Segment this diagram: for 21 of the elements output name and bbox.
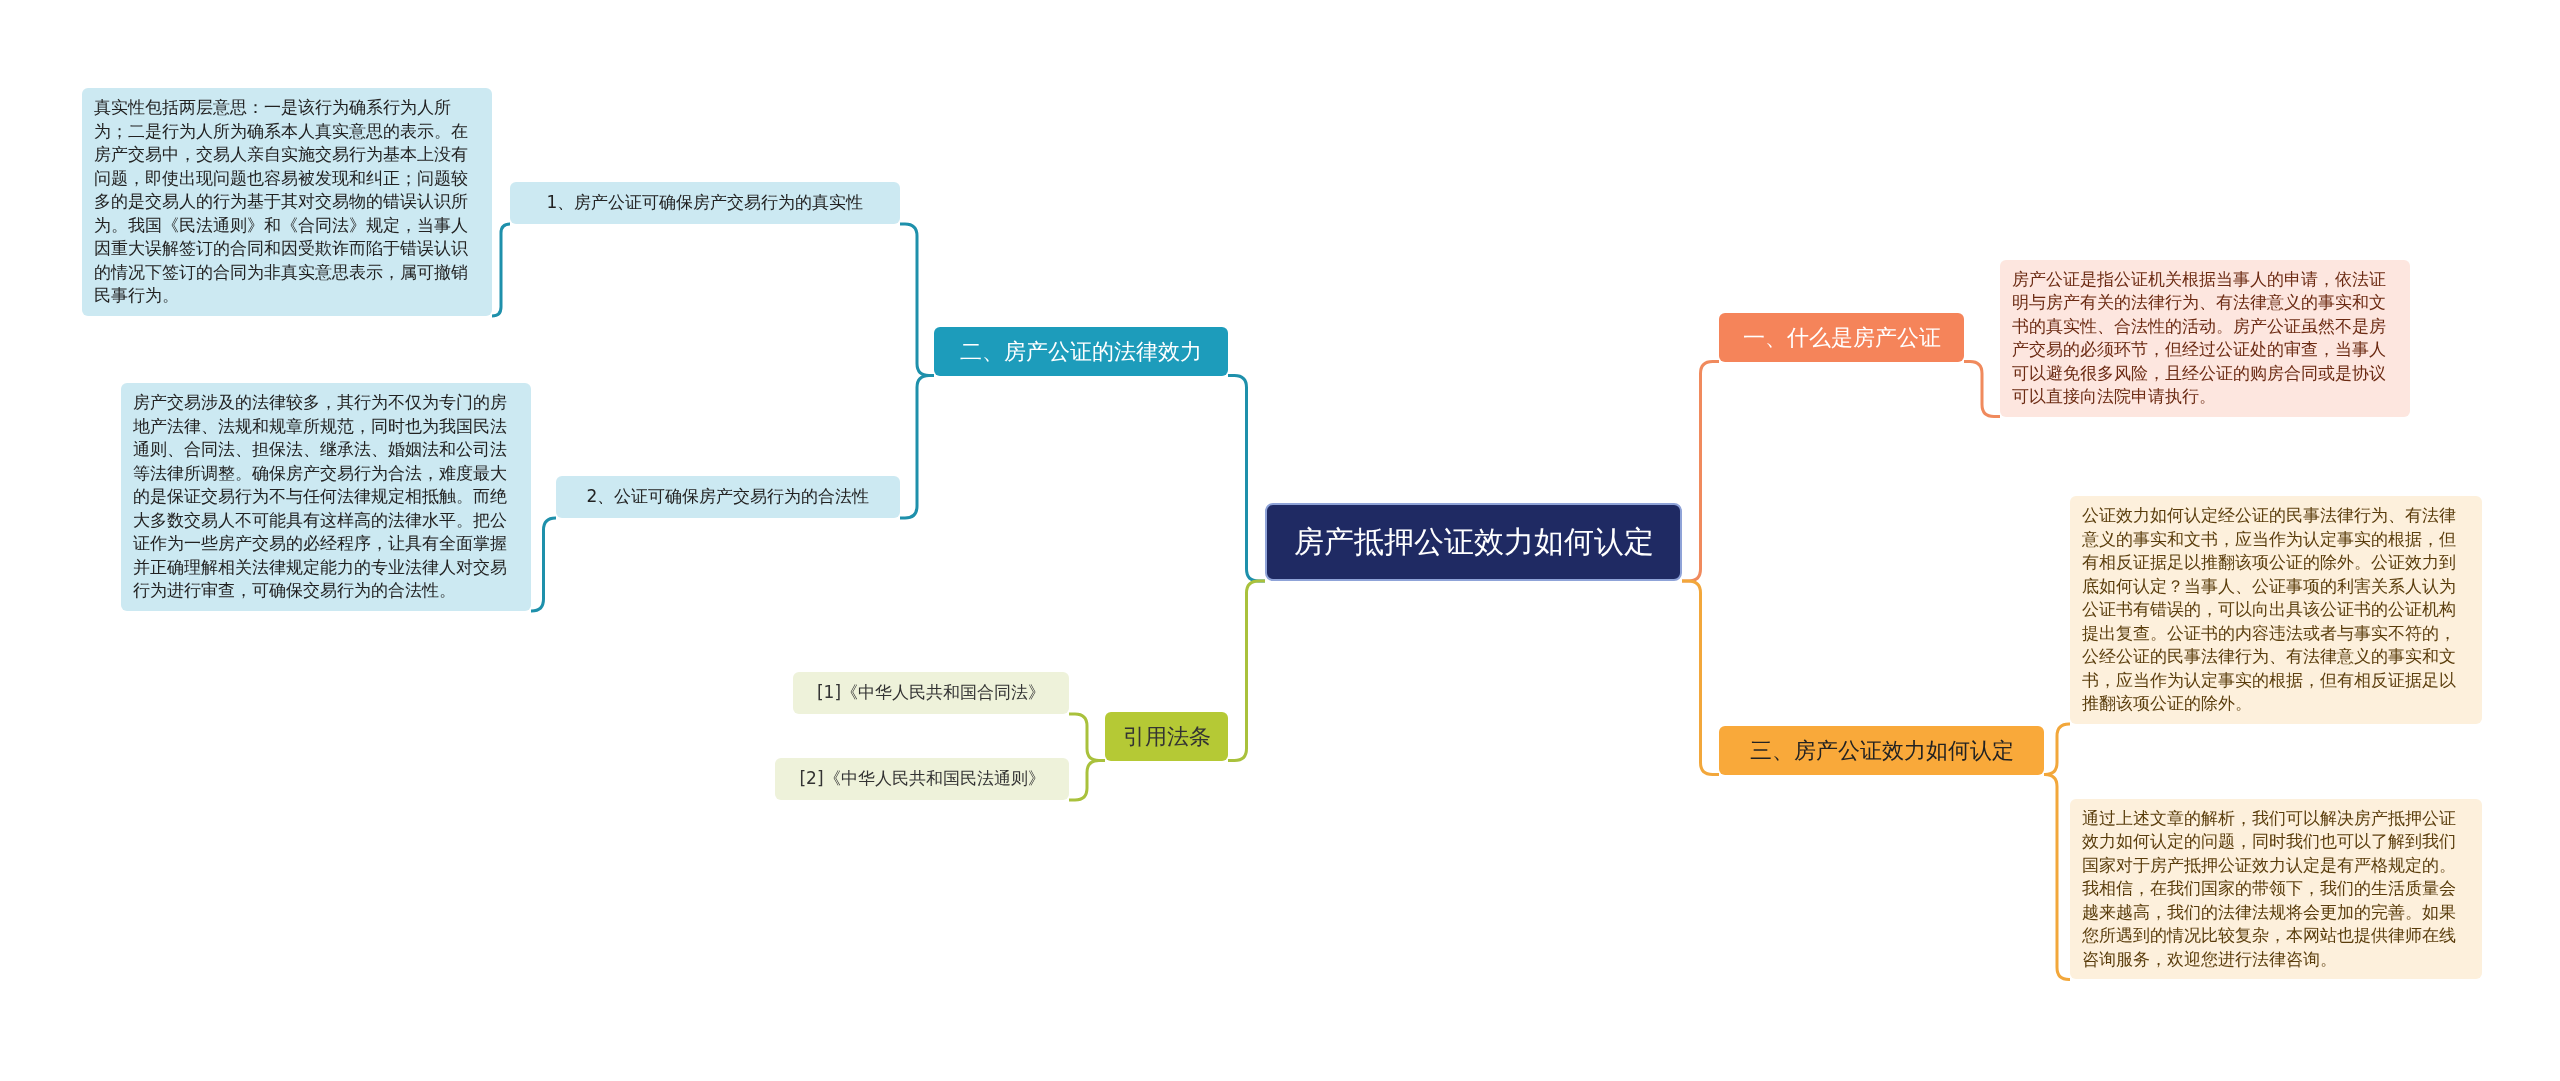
connector-line: [1964, 360, 2000, 418]
central-topic: 房产抵押公证效力如何认定: [1265, 503, 1682, 581]
connector-line: [2043, 773, 2071, 981]
connector-line: [530, 516, 557, 613]
connector-line: [1228, 579, 1265, 762]
branch-topic: 二、房产公证的法律效力: [934, 326, 1228, 376]
connector-line: [1682, 579, 1719, 776]
note-card: 公证效力如何认定经公证的民事法律行为、有法律意义的事实和文书，应当作为认定事实的根据，但有相反证据足以推翻该项公证的除外。公证效力到底如何认定？当事人、公证事项的利害关系人认为公证书有错误的，可以向出具该公证书的公证机构提出复查。公证书的内容违法或者与事实不符的，公经公证的民事法律行为、有法律意义的事实和文书，应当作为认定事实的根据，但有相反证据足以推翻该项公证的除外。: [2070, 496, 2482, 724]
branch-topic: 一、什么是房产公证: [1719, 312, 1964, 362]
subtopic: 1、房产公证可确保房产交易行为的真实性: [510, 182, 900, 224]
subtopic: 2、公证可确保房产交易行为的合法性: [556, 476, 900, 518]
note-card: 通过上述文章的解析，我们可以解决房产抵押公证效力如何认定的问题，同时我们也可以了解到我们国家对于房产抵押公证效力认定是有严格规定的。我相信，在我们国家的带领下，我们的生活质量会越来越高，我们的法律法规将会更加的完善。如果您所遇到的情况比较复杂，本网站也提供律师在线咨询服务，欢迎您进行法律咨询。: [2070, 798, 2482, 979]
note-card: 真实性包括两层意思：一是该行为确系行为人所为；二是行为人所为确系本人真实意思的表示。在房产交易中，交易人亲自实施交易行为基本上没有问题，即使出现问题也容易被发现和纠正；问题较多的是交易人的行为基于其对交易物的错误认识所为。我国《民法通则》和《合同法》规定，当事人因重大误解签订的合同和因受欺诈而陷于错误认识的情况下签订的合同为非真实意思表示，属可撤销民事行为。: [82, 88, 492, 316]
reference-item: [1]《中华人民共和国合同法》: [793, 672, 1069, 714]
branch-topic: 三、房产公证效力如何认定: [1719, 725, 2044, 775]
note-card: 房产公证是指公证机关根据当事人的申请，依法证明与房产有关的法律行为、有法律意义的事实和文书的真实性、合法性的活动。房产公证虽然不是房产交易的必须环节，但经过公证处的审查，当事人可以避免很多风险，且经公证的购房合同或是协议可以直接向法院申请执行。: [2000, 259, 2410, 417]
connector-line: [1069, 759, 1105, 802]
branch-topic: 引用法条: [1105, 711, 1228, 761]
connector-line: [490, 222, 512, 318]
reference-item: [2]《中华人民共和国民法通则》: [775, 758, 1069, 800]
note-card: 房产交易涉及的法律较多，其行为不仅为专门的房地产法律、法规和规章所规范，同时也为我国民法通则、合同法、担保法、继承法、婚姻法和公司法等法律所调整。确保房产交易行为合法，难度最大的是保证交易行为不与任何法律规定相抵触。而绝大多数交易人不可能具有这样高的法律水平。把公证作为一些房产交易的必经程序，让具有全面掌握并正确理解相关法律规定能力的专业法律人对交易行为进行审查，可确保交易行为的合法性。: [121, 383, 531, 611]
